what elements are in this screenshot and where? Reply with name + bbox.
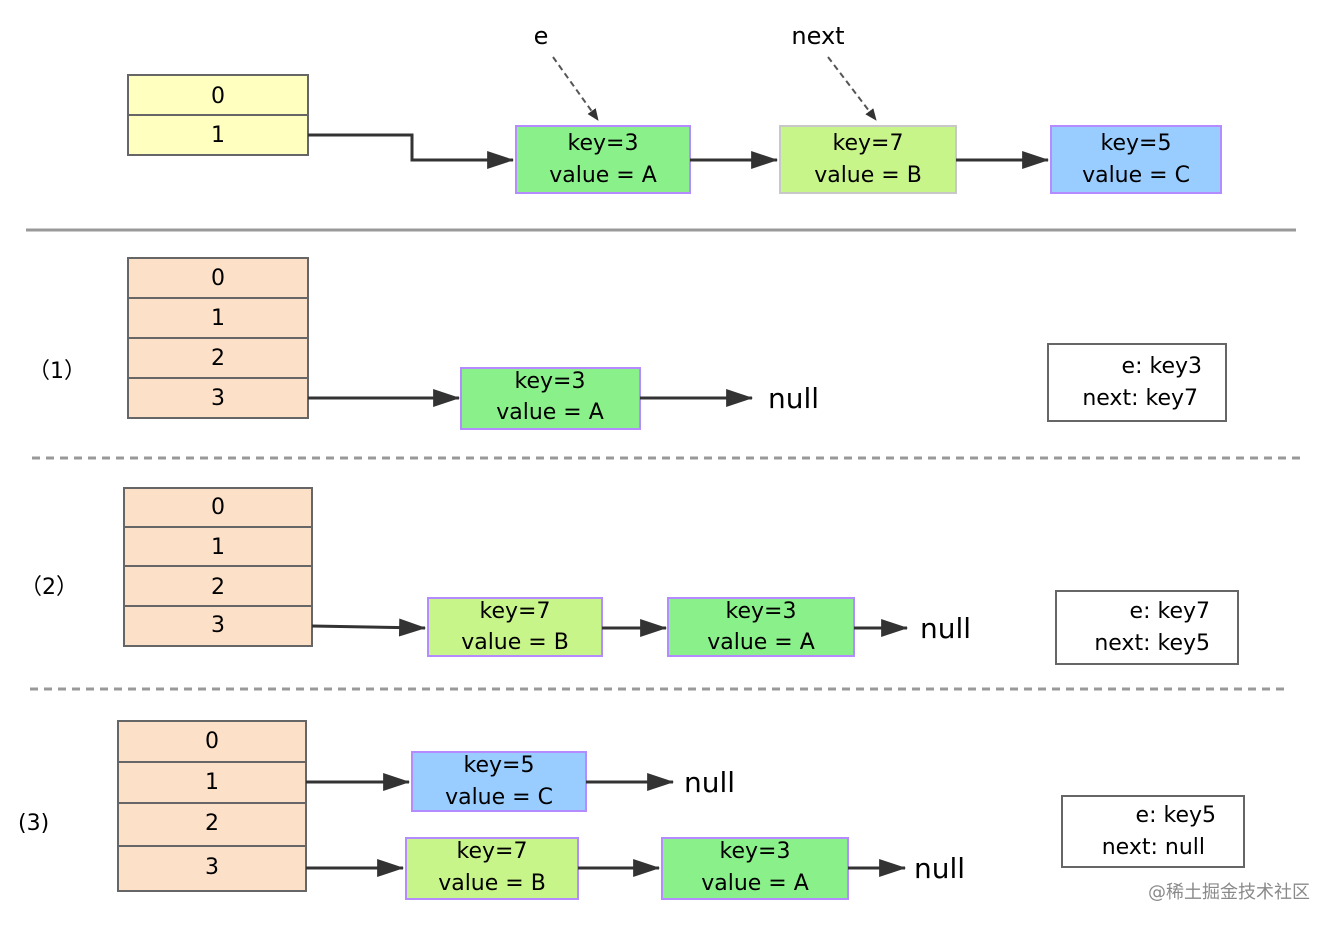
bucket-index: 2 xyxy=(211,575,225,600)
bucket-to-chain-arrow xyxy=(308,133,515,169)
node-key3: key=3 value = A xyxy=(515,125,691,194)
node-value: value = A xyxy=(701,871,809,896)
bucket-index: 1 xyxy=(211,535,225,560)
node-key3: key=3 value = A xyxy=(460,367,641,430)
node-key: key=7 xyxy=(833,131,904,156)
node-value: value = B xyxy=(814,163,922,188)
node-value: value = B xyxy=(461,630,569,655)
node-key: key=3 xyxy=(515,369,586,394)
bucket-to-chain-arrow xyxy=(311,618,427,637)
node-key5: key=5 value = C xyxy=(411,751,587,812)
bucket-index: 2 xyxy=(205,811,219,836)
bucket-index: 3 xyxy=(205,855,219,880)
bucket-index: 2 xyxy=(211,346,225,371)
step-2: （2） 0 1 2 3 key=7 value = B key=3 value … xyxy=(20,487,1239,665)
info-box: e: key7 next: key5 xyxy=(1055,590,1239,665)
null-label: null xyxy=(920,612,971,645)
info-box: e: key5 next: null xyxy=(1061,795,1245,868)
info-e: e: key5 xyxy=(1136,803,1216,828)
bucket-index: 1 xyxy=(211,306,225,331)
node-key: key=7 xyxy=(457,839,528,864)
bucket-index: 0 xyxy=(205,729,219,754)
step-1: （1） 0 1 2 3 key=3 value = A null e: key3… xyxy=(28,257,1227,430)
null-label: null xyxy=(914,852,965,885)
node-key3: key=3 value = A xyxy=(661,837,849,900)
info-e: e: key3 xyxy=(1122,354,1202,379)
info-e: e: key7 xyxy=(1130,599,1210,624)
node-key7: key=7 value = B xyxy=(779,125,957,194)
node-key: key=5 xyxy=(1101,131,1172,156)
node-key: key=3 xyxy=(720,839,791,864)
step-label: (3) xyxy=(18,811,49,836)
bucket-index: 0 xyxy=(211,495,225,520)
info-box: e: key3 next: key7 xyxy=(1047,343,1227,422)
top-section: 0 1 e next key=3 value = A key=7 value =… xyxy=(127,22,1222,194)
node-value: value = A xyxy=(549,163,657,188)
bucket-index: 3 xyxy=(211,386,225,411)
node-key: key=3 xyxy=(568,131,639,156)
step-3: (3) 0 1 2 3 key=5 value = C null key=7 v… xyxy=(18,720,1245,900)
pointer-next-label: next xyxy=(791,22,844,50)
null-label: null xyxy=(768,382,819,415)
node-value: value = A xyxy=(496,400,604,425)
watermark: @稀土掘金技术社区 xyxy=(1148,882,1310,903)
node-key: key=7 xyxy=(480,599,551,624)
node-key5: key=5 value = C xyxy=(1050,125,1222,194)
bucket-index: 0 xyxy=(211,84,225,109)
node-key7: key=7 value = B xyxy=(405,837,579,900)
node-key7: key=7 value = B xyxy=(427,597,603,657)
bucket-table: 0 1 2 3 xyxy=(117,720,307,892)
node-key3: key=3 value = A xyxy=(667,597,855,657)
bucket-index: 0 xyxy=(211,266,225,291)
pointer-next-arrow xyxy=(827,56,877,121)
bucket-index: 3 xyxy=(211,613,225,638)
step-label: （1） xyxy=(28,359,86,384)
step-label: （2） xyxy=(20,575,78,600)
node-value: value = B xyxy=(438,871,546,896)
node-value: value = C xyxy=(1082,163,1190,188)
pointer-e-label: e xyxy=(534,22,549,50)
pointer-e-arrow xyxy=(552,56,599,121)
info-next: next: null xyxy=(1102,835,1205,860)
info-next: next: key5 xyxy=(1094,631,1210,656)
bucket-table: 0 1 2 3 xyxy=(123,487,313,647)
null-label: null xyxy=(684,766,735,799)
node-key: key=3 xyxy=(726,599,797,624)
bucket-index: 1 xyxy=(211,123,225,148)
bucket-table: 0 1 2 3 xyxy=(127,257,309,419)
top-bucket-table: 0 1 xyxy=(127,74,309,156)
node-key: key=5 xyxy=(464,753,535,778)
info-next: next: key7 xyxy=(1082,386,1198,411)
node-value: value = A xyxy=(707,630,815,655)
bucket-index: 1 xyxy=(205,770,219,795)
node-value: value = C xyxy=(445,785,553,810)
